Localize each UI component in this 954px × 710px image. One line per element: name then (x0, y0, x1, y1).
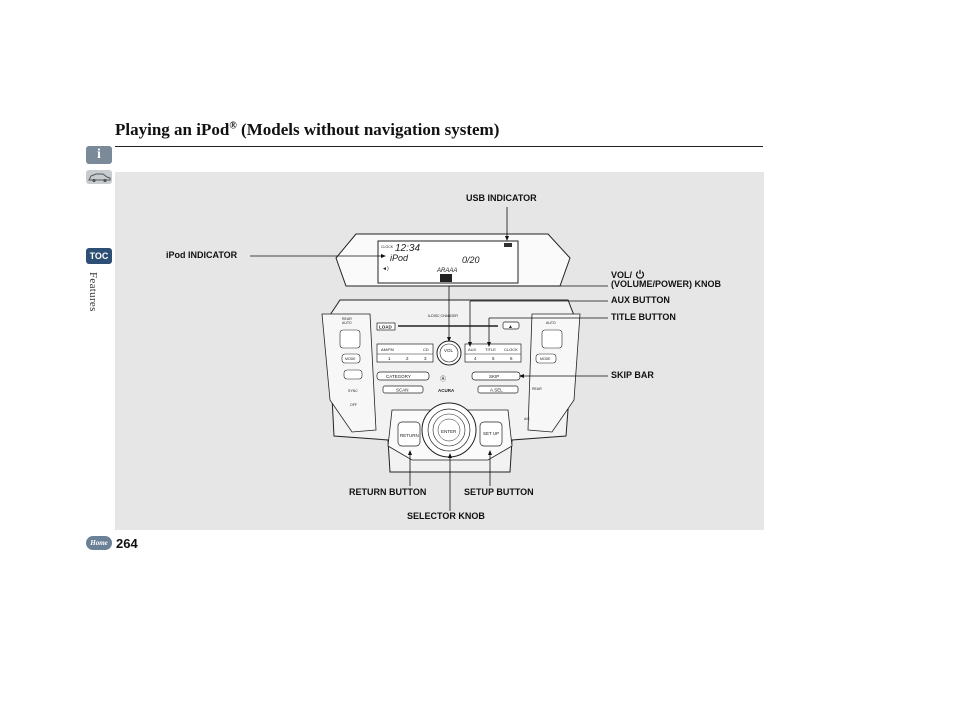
acura-logo-icon: Ⓐ (440, 375, 446, 383)
preset-group-right (464, 343, 522, 363)
vol-knob-label: VOL (444, 348, 454, 353)
skip-bar-arrow (519, 374, 524, 378)
right-mode-label: MODE (540, 357, 551, 361)
selector-knob-arrow (448, 453, 452, 458)
right-ac-label: A/C (524, 417, 530, 421)
preset-1[interactable]: 1 (388, 356, 391, 361)
return-button[interactable] (397, 421, 421, 447)
right-auto-label: AUTO (546, 321, 556, 325)
display-track: 0/20 (462, 255, 480, 265)
clock-button[interactable]: CLOCK (504, 347, 518, 352)
power-icon (635, 269, 644, 279)
left-sync-label: SYNC (348, 389, 358, 393)
preset-group-left (376, 343, 434, 363)
return-label: RETURN (400, 433, 419, 438)
preset-3[interactable]: 3 (424, 356, 427, 361)
car-button[interactable] (86, 170, 112, 184)
preset-4[interactable]: 4 (474, 356, 477, 361)
title-button-arrow (487, 342, 491, 347)
home-label: Home (90, 539, 108, 547)
brand-label: ACURA (438, 388, 455, 393)
skip-bar-label: SKIP BAR (611, 370, 654, 380)
display-clock-label: CLOCK (381, 245, 394, 249)
info-icon: i (97, 147, 101, 162)
changer-label: 6-DISC CHANGER (428, 314, 458, 318)
right-mode-button[interactable] (535, 353, 557, 364)
enter-label: ENTER (441, 429, 457, 434)
home-button[interactable]: Home (86, 536, 112, 550)
setup-button[interactable] (479, 421, 503, 447)
preset-6[interactable]: 6 (510, 356, 513, 361)
page-title: Playing an iPod® (Models without navigat… (115, 120, 500, 139)
preset-2[interactable]: 2 (406, 356, 409, 361)
page-number: 264 (116, 536, 138, 551)
display-indicator-block (440, 274, 452, 282)
setup-button-arrow (488, 450, 492, 455)
scan-label: SCAN (396, 388, 409, 393)
preset-5[interactable]: 5 (492, 356, 495, 361)
title-rule (115, 146, 763, 147)
cd-button[interactable]: CD (423, 347, 429, 352)
car-icon (88, 173, 111, 183)
left-rear-label: REAR (342, 317, 352, 321)
skip-label: SKIP (489, 374, 499, 379)
right-rear-label: REAR (532, 387, 542, 391)
category-label: CATEGORY (386, 374, 411, 379)
ipod-indicator-label: iPod INDICATOR (166, 250, 238, 260)
return-button-arrow (408, 450, 412, 455)
asel-button[interactable] (477, 385, 519, 394)
info-button[interactable]: i (86, 146, 112, 164)
usb-indicator (504, 243, 512, 247)
aux-button[interactable]: AUX (468, 347, 477, 352)
ipod-indicator-arrow (381, 254, 386, 258)
eject-icon: ▲ (508, 324, 513, 330)
title-button-label: TITLE BUTTON (611, 312, 676, 322)
display-segment: ARAAA (436, 268, 457, 274)
return-button-callout: RETURN BUTTON (349, 487, 427, 497)
right-temp-button[interactable] (541, 329, 563, 349)
vol-knob-label-line2: (VOLUME/POWER) KNOB (611, 279, 721, 289)
left-temp-button[interactable] (339, 329, 361, 349)
setup-label: SET UP (483, 431, 499, 436)
left-mode-label: MODE (345, 357, 356, 361)
scan-button[interactable] (382, 385, 424, 394)
load-label: LOAD (379, 325, 392, 330)
load-button[interactable] (376, 322, 396, 331)
vol-knob-label-line1: VOL/ (611, 268, 645, 281)
toc-button[interactable]: TOC (86, 248, 112, 264)
left-fan-button[interactable] (343, 369, 363, 380)
title-button[interactable]: TITLE (485, 347, 496, 352)
display-source: iPod (390, 253, 409, 263)
aux-button-arrow (468, 342, 472, 347)
left-mode-button[interactable] (341, 353, 361, 364)
selector-knob-callout: SELECTOR KNOB (407, 511, 485, 521)
category-bar[interactable] (376, 371, 430, 381)
asel-label: A.SEL (490, 388, 503, 393)
left-off-label: OFF (350, 403, 357, 407)
aux-button-label: AUX BUTTON (611, 295, 670, 305)
display-clock: 12:34 (395, 243, 420, 254)
usb-indicator-arrow (505, 236, 509, 241)
toc-label: TOC (89, 251, 109, 261)
left-auto-label: AUTO (342, 321, 352, 325)
eject-button[interactable] (502, 321, 520, 330)
section-label: Features (87, 272, 99, 312)
usb-indicator-label: USB INDICATOR (466, 193, 537, 203)
am-fm-button[interactable]: AM/FM (381, 347, 394, 352)
setup-button-callout: SETUP BUTTON (464, 487, 534, 497)
vol-knob-arrow (447, 337, 451, 342)
display-small-icon: ◄) (382, 266, 389, 272)
